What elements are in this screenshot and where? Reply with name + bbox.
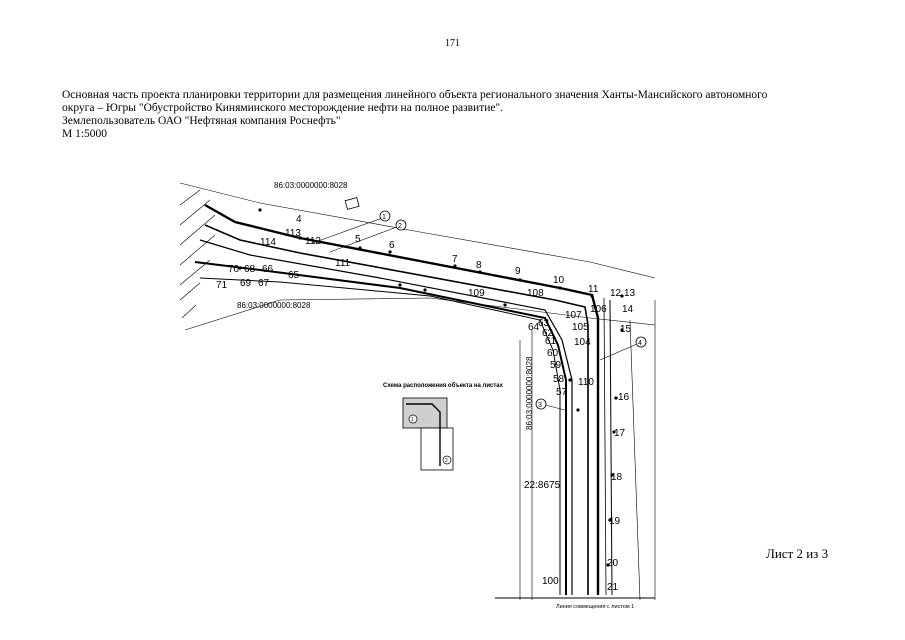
point-label: 66 [262,264,274,275]
svg-text:4: 4 [638,340,642,347]
point-label: 100 [542,576,559,587]
point-label: 64 [528,322,540,333]
point-label: 18 [611,472,623,483]
header-line-3: Землепользователь ОАО "Нефтяная компания… [62,115,341,127]
cadastral-label-top: 86:03:0000000:8028 [274,181,348,190]
point-label: 12 [610,288,622,299]
scale-label: М 1:5000 [62,128,108,140]
inset-sheet-2: 2 [445,458,448,464]
point-label: 5 [355,234,361,245]
page-number: 171 [445,38,460,49]
point-label: 17 [614,428,626,439]
point-label: 14 [622,304,634,315]
match-line-note: Линия совмещения с листом 1 [556,604,634,610]
sheet-label: Лист 2 из 3 [766,546,829,561]
point-label: 9 [515,266,521,277]
point-label: 70 [228,264,240,275]
point-label: 112 [305,236,321,247]
svg-text:2: 2 [398,223,402,230]
callout-3: 3 [535,398,566,411]
svg-text:3: 3 [538,402,542,409]
point-label: 59 [550,360,562,371]
svg-text:1: 1 [382,214,386,221]
point-label: 65 [288,270,300,281]
point-label: 110 [578,377,594,388]
point-label: 69 [240,278,252,289]
callout-4: 4 [599,336,647,361]
cadastral-label-vertical: 86:03:0000000:8028 [525,356,534,430]
parcel-boundaries [179,182,656,601]
left-hatch [179,189,216,319]
point-label: 20 [607,558,619,569]
point-label: 16 [618,392,630,403]
point-label: 109 [468,288,485,299]
callout-1: 1 [309,210,391,245]
point-label: 67 [258,278,270,289]
cadastral-label-mid: 86:03:0000000:8028 [237,301,311,310]
point-label: 21 [607,582,619,593]
point-label: 4 [296,214,302,225]
point-label: 111 [335,258,351,269]
point-label: 8 [476,260,482,271]
header-line-2: округа – Югры "Обустройство Киняминского… [62,102,504,114]
point-label: 108 [527,288,544,299]
point-label: 61 [545,336,557,347]
point-label: 62 [542,328,554,339]
point-label: 114 [260,237,276,248]
point-label: 58 [553,374,565,385]
point-label: 71 [216,280,228,291]
point-label: 104 [574,337,591,348]
point-label: 11 [588,284,599,295]
callout-2: 2 [329,219,407,253]
point-label: 57 [556,387,568,398]
point-label: 107 [565,310,582,321]
point-label: 13 [624,288,636,299]
point-label: 19 [609,516,621,527]
point-label: 63 [538,318,550,329]
building-marker [344,197,360,210]
point-label: 60 [547,348,559,359]
inset-sheet-1: 1 [411,417,414,423]
point-label: 106 [590,304,607,315]
point-label: 113 [285,228,301,239]
document-header: Основная часть проекта планировки террит… [62,89,822,141]
point-label: 68 [244,264,256,275]
pipeline-corridor [194,203,613,596]
point-label: 6 [389,240,395,251]
point-label: 105 [572,322,589,333]
point-label: 7 [452,254,458,265]
node-markers [238,208,624,567]
point-label: 15 [620,324,632,335]
parcel-label: 22:8675 [524,480,561,491]
point-label: 10 [553,275,565,286]
inset-title: Схема расположения объекта на листах [383,382,504,389]
inset-sheet-scheme: Схема расположения объекта на листах 1 2 [383,382,504,471]
header-line-1: Основная часть проекта планировки террит… [62,89,768,101]
